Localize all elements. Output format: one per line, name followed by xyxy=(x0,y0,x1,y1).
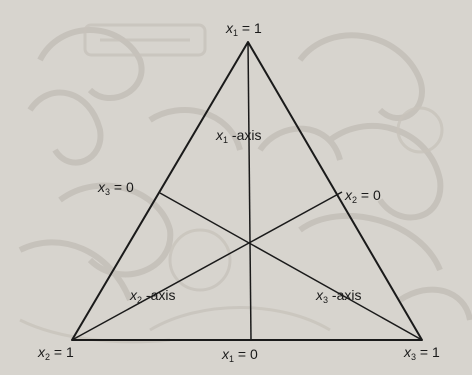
vertex-label-bottom-left: x2 = 1 xyxy=(38,345,74,362)
vertex-label-top: x1 = 1 xyxy=(226,21,262,38)
x2-axis-line xyxy=(72,192,342,340)
edge-label-left: x3 = 0 xyxy=(98,180,134,197)
axis-label-x3: x3 -axis xyxy=(316,288,361,305)
x3-axis-line xyxy=(160,193,422,340)
edge-label-right: x2 = 0 xyxy=(345,188,381,205)
x1-axis-line xyxy=(248,42,251,340)
edge-label-bottom: x1 = 0 xyxy=(222,347,258,364)
axis-label-x2: x2 -axis xyxy=(130,288,175,305)
vertex-label-bottom-right: x3 = 1 xyxy=(404,345,440,362)
axis-label-x1: x1 -axis xyxy=(216,128,261,145)
